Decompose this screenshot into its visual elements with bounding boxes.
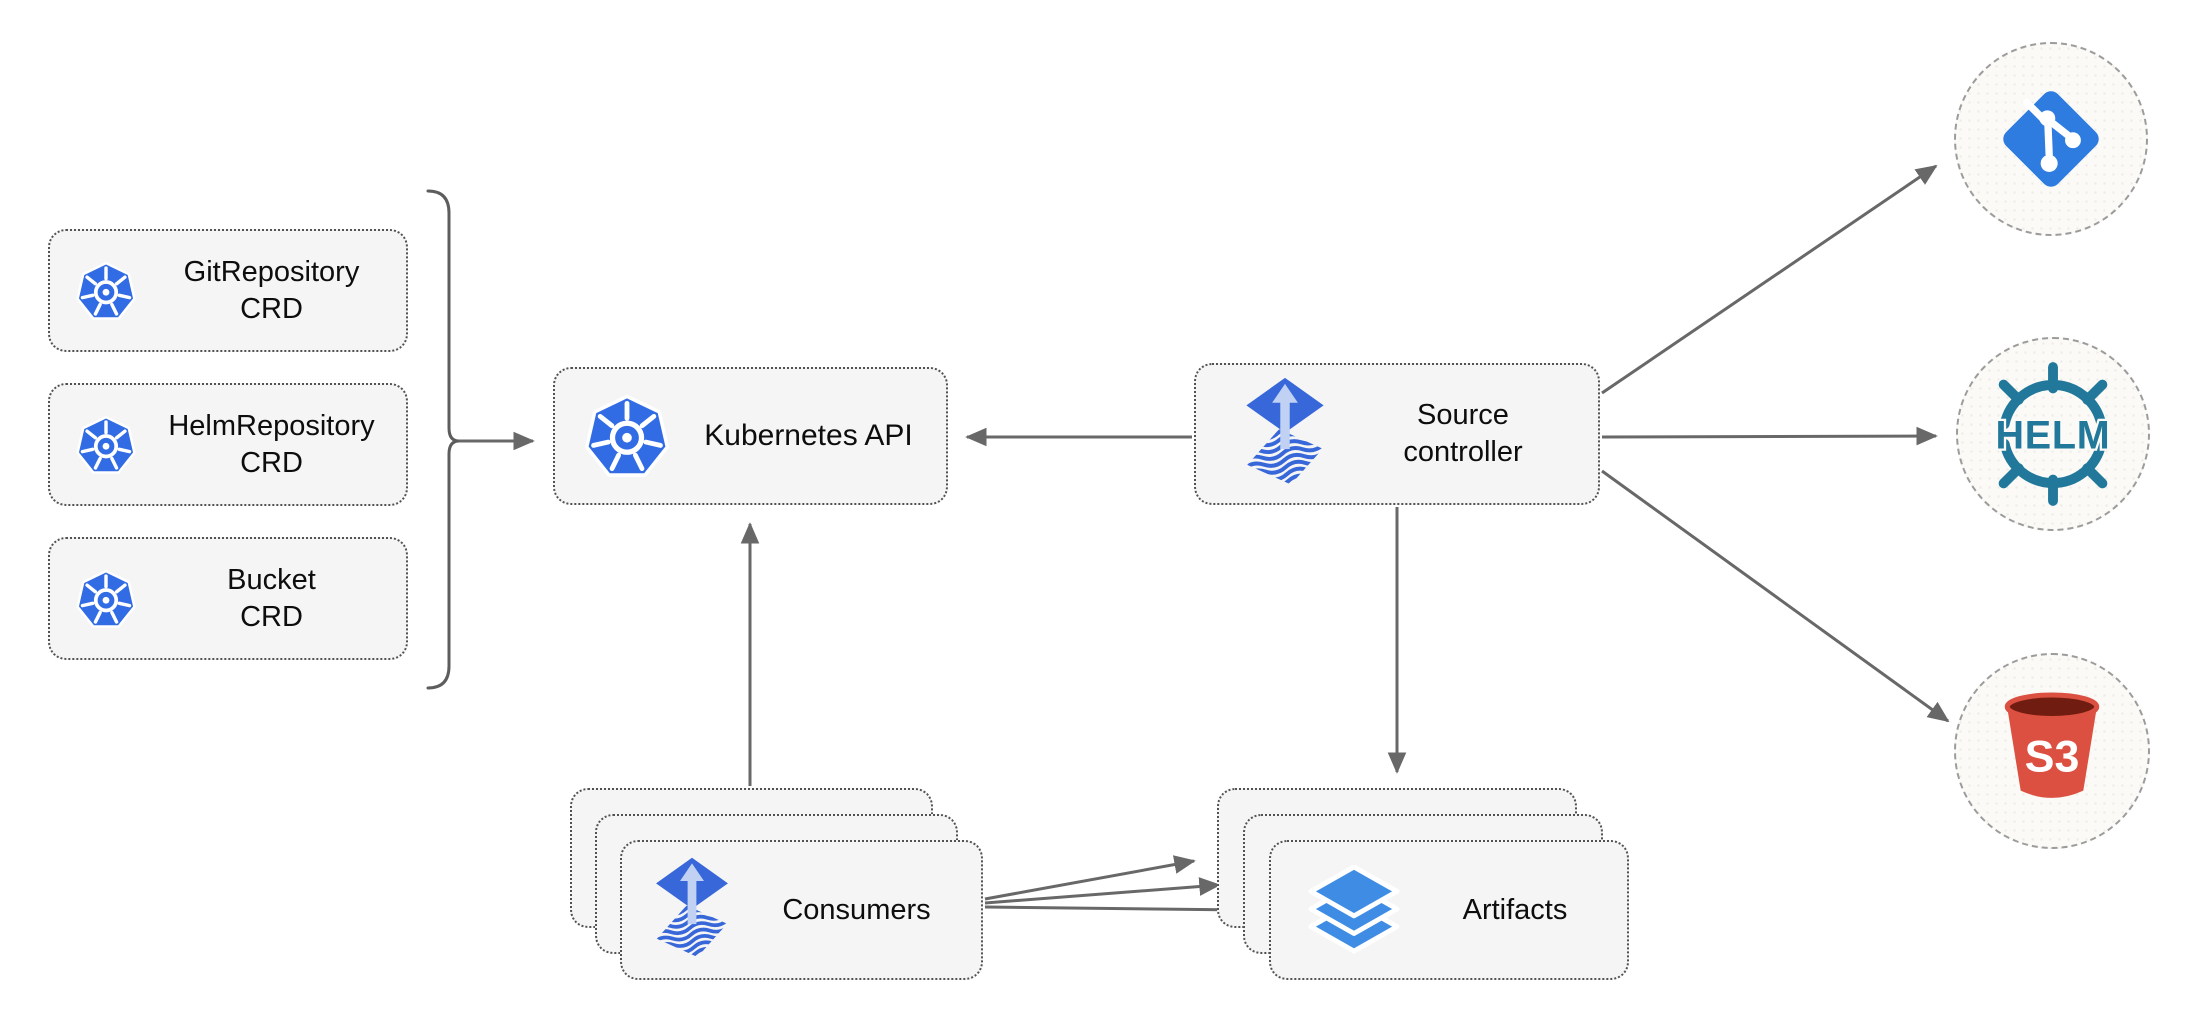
crd-group-bracket (426, 189, 460, 690)
endpoint-git-circle (1954, 42, 2148, 236)
node-label: GitRepository CRD (137, 254, 406, 328)
arrow-source-controller-to-helm (1601, 426, 1938, 446)
node-kubernetes-api: Kubernetes API (553, 367, 948, 505)
endpoint-s3-circle: S3 (1954, 653, 2150, 849)
node-helmrepository-crd: HelmRepository CRD (48, 383, 408, 506)
arrow-consumers-to-artifacts-3 (984, 900, 1247, 920)
label-line: CRD (240, 600, 303, 633)
endpoint-helm-circle: HELM (1956, 337, 2150, 531)
node-label: Artifacts (1462, 893, 1568, 926)
arrow-consumers-to-artifacts-1 (984, 855, 1196, 901)
s3-label: S3 (2025, 732, 2080, 781)
node-label: HelmRepository CRD (137, 408, 406, 482)
helm-icon: HELM (1993, 362, 2112, 506)
helm-label: HELM (1996, 413, 2111, 457)
label-line: CRD (240, 446, 303, 479)
node-bucket-crd: Bucket CRD (48, 537, 408, 660)
node-label: Bucket CRD (137, 562, 406, 636)
git-icon (2003, 91, 2099, 187)
label-line: GitRepository (183, 255, 360, 288)
layers-icon (1308, 865, 1400, 954)
label-line: controller (1403, 436, 1523, 468)
kubernetes-icon (584, 394, 670, 477)
arrow-source-controller-to-git (1601, 164, 1938, 395)
node-artifacts: Artifacts (1269, 840, 1629, 980)
node-label: Consumers (782, 893, 931, 926)
s3-bucket-icon: S3 (2004, 692, 2100, 798)
node-consumers: Consumers (620, 840, 983, 980)
flux-icon (1242, 377, 1328, 491)
node-gitrepository-crd: GitRepository CRD (48, 229, 408, 352)
label-line: Bucket (227, 563, 316, 596)
arrow-source-controller-to-s3 (1601, 469, 1950, 723)
kubernetes-icon (76, 415, 136, 474)
label-line: CRD (240, 292, 303, 325)
kubernetes-icon (76, 569, 136, 628)
arrow-consumers-to-artifacts-2 (984, 877, 1221, 905)
flux-icon (652, 857, 732, 963)
label-line: Source (1417, 399, 1509, 432)
node-label: Source controller (1328, 397, 1598, 471)
kubernetes-icon (76, 261, 136, 320)
node-label: Kubernetes API (704, 418, 913, 452)
label-line: HelmRepository (168, 409, 375, 442)
node-source-controller: Source controller (1194, 363, 1600, 505)
